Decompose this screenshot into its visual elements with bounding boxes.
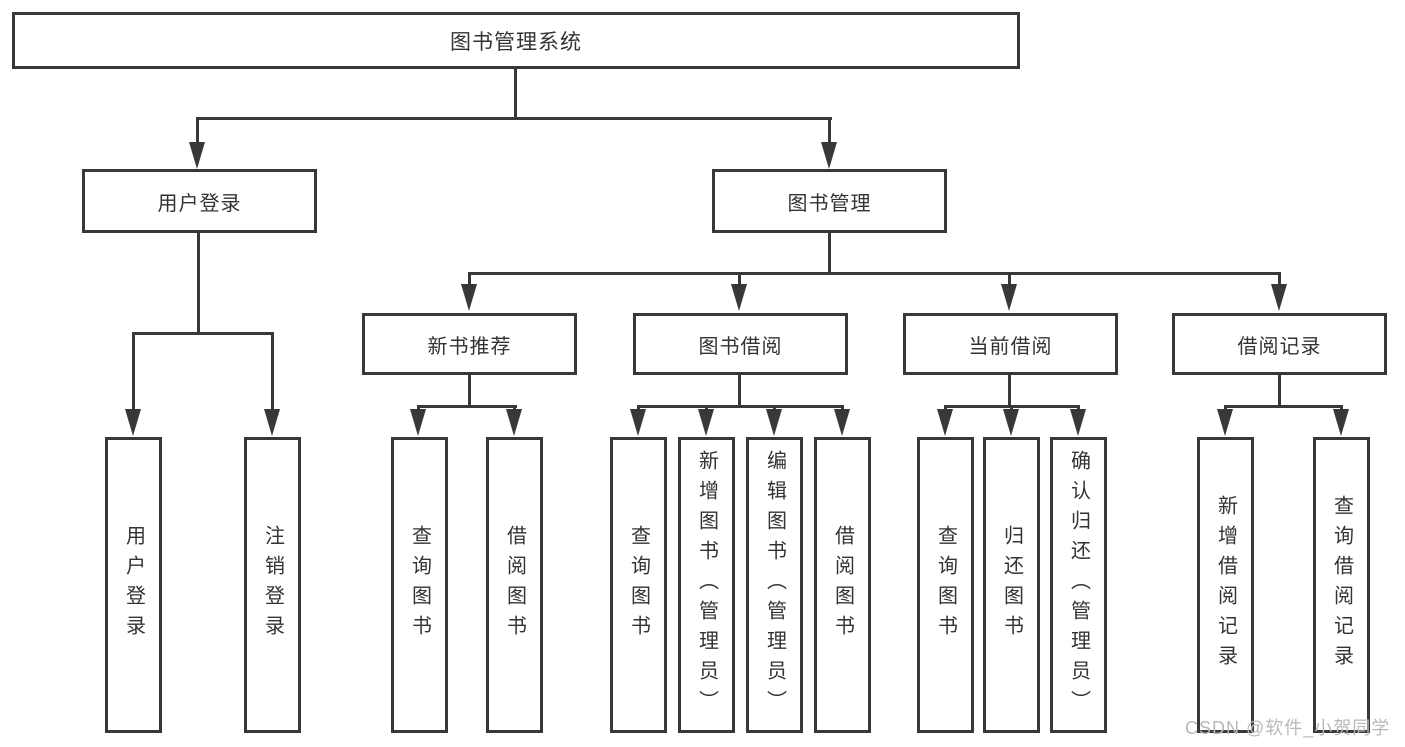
connector-borrow-records-stem [1278,375,1281,408]
leaf-cb-query-books: 查询图书 [917,437,974,733]
arrow-down-bb-query [630,409,646,436]
connector-current-borrow-drop [1008,272,1011,288]
connector-book-borrow-drop [738,272,741,288]
leaf-bb-query-books: 查询图书 [610,437,667,733]
connector-new-book-stem [468,375,471,408]
connector-root-branch [196,117,832,120]
connector-user-login-stem [197,233,200,335]
leaf-nb-query-books: 查询图书 [391,437,448,733]
arrow-down-cb-confirm [1070,409,1086,436]
leaf-nb-borrow-books: 借阅图书 [486,437,543,733]
connector-new-book-branch [417,405,517,408]
leaf-cb-return-books: 归还图书 [983,437,1040,733]
arrow-down-bb-borrow [834,409,850,436]
arrow-down-leaf-logout [264,409,280,436]
connector-book-management-branch [468,272,1281,275]
node-library-management-system: 图书管理系统 [12,12,1020,69]
connector-leaf-logout-drop [271,332,274,412]
leaf-bb-edit-books-admin: 编辑图书（管理员） [746,437,803,733]
watermark-text: CSDN @软件_小贺同学 [1185,718,1391,738]
node-new-book-recommendation: 新书推荐 [362,313,577,375]
node-book-borrowing: 图书借阅 [633,313,848,375]
leaf-bb-add-books-admin: 新增图书（管理员） [678,437,735,733]
arrow-down-cb-return [1003,409,1019,436]
leaf-bb-borrow-books: 借阅图书 [814,437,871,733]
arrow-down-br-query [1333,409,1349,436]
connector-book-borrow-stem [738,375,741,408]
arrow-down-bb-add [698,409,714,436]
node-borrowing-records: 借阅记录 [1172,313,1387,375]
leaf-logout: 注销登录 [244,437,301,733]
arrow-down-br-add [1217,409,1233,436]
node-book-management: 图书管理 [712,169,947,233]
connector-leaf-login-drop [132,332,135,412]
connector-book-management-stem [828,233,831,274]
connector-user-login-drop [196,117,199,146]
leaf-br-query-record: 查询借阅记录 [1313,437,1370,733]
arrow-down-nb-query [410,409,426,436]
connector-current-borrow-stem [1008,375,1011,408]
leaf-br-add-record: 新增借阅记录 [1197,437,1254,733]
connector-root-stem [514,69,517,119]
connector-user-login-branch [132,332,274,335]
arrow-down-leaf-login [125,409,141,436]
arrow-down-current-borrow [1001,284,1017,311]
arrow-down-book-borrow [731,284,747,311]
leaf-user-login: 用户登录 [105,437,162,733]
arrow-down-new-book [461,284,477,311]
connector-book-borrow-branch [637,405,843,408]
connector-new-book-drop [468,272,471,288]
arrow-down-book-management [821,142,837,169]
arrow-down-cb-query [937,409,953,436]
leaf-cb-confirm-return-admin: 确认归还（管理员） [1050,437,1107,733]
connector-borrow-records-branch [1224,405,1343,408]
arrow-down-nb-borrow [506,409,522,436]
node-user-login: 用户登录 [82,169,317,233]
connector-book-management-drop [828,117,831,146]
arrow-down-user-login [189,142,205,169]
arrow-down-bb-edit [766,409,782,436]
node-current-borrowing: 当前借阅 [903,313,1118,375]
arrow-down-borrow-records [1271,284,1287,311]
connector-borrow-records-drop [1278,272,1281,288]
